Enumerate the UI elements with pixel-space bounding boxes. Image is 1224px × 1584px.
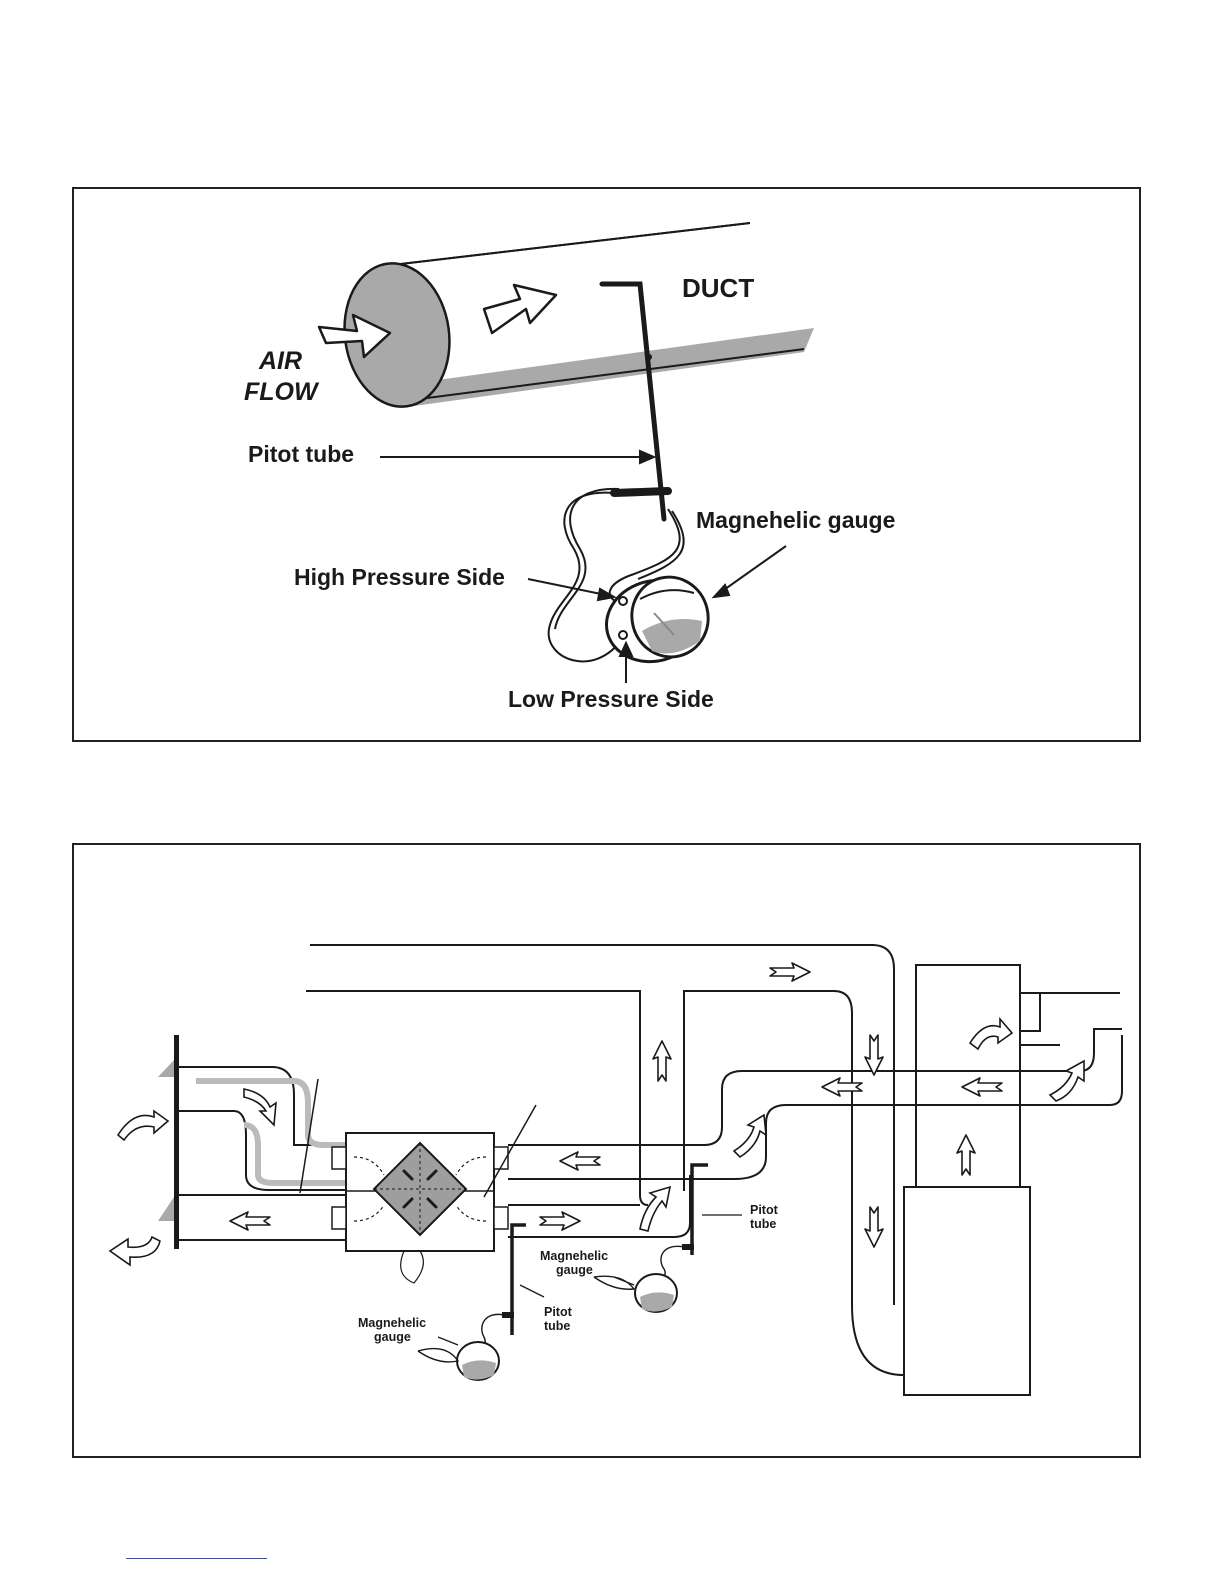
duct	[335, 223, 814, 414]
gauge-right-label-2: gauge	[556, 1263, 593, 1277]
pitot-tube-right-label: Pitot	[750, 1203, 779, 1217]
pitot-tube-right-label-2: tube	[750, 1217, 776, 1231]
supply-right-arrow-icon-2	[540, 1212, 580, 1230]
magnehelic-gauge-label: Magnehelic gauge	[696, 507, 895, 533]
exhaust-left-arrow-icon-3	[560, 1152, 600, 1170]
pitot-tube-right	[648, 1165, 742, 1289]
low-pressure-label: Low Pressure Side	[508, 686, 714, 712]
duct-label: DUCT	[682, 273, 754, 303]
outdoor-ducts	[179, 1067, 346, 1240]
exhaust-arrow-icon	[230, 1212, 270, 1230]
exterior-wall	[158, 1035, 179, 1249]
supply-down-arrow-icon	[865, 1035, 883, 1075]
footer-link-underline	[126, 1558, 267, 1559]
gauge-right-label: Magnehelic	[540, 1249, 608, 1263]
outdoor-exhaust-arrow-icon	[110, 1237, 160, 1265]
air-handler-up-arrow-icon	[957, 1135, 975, 1175]
fresh-air-arrow-icon	[244, 1089, 276, 1125]
pitot-tube-label: Pitot tube	[248, 441, 354, 467]
exhaust-left-arrow-icon-2	[962, 1078, 1002, 1096]
airflow-label: AIR	[258, 347, 302, 375]
supply-up-arrow-icon	[653, 1041, 671, 1081]
pitot-duct-diagram: DUCT AIR FLOW Pitot tube Magnehelic gaug…	[74, 189, 1139, 740]
high-pressure-label: High Pressure Side	[294, 564, 505, 590]
return-down-arrow-icon	[865, 1207, 883, 1247]
gauge-left-label-2: gauge	[374, 1330, 411, 1344]
magnehelic-gauge-right-icon	[594, 1274, 677, 1312]
supply-curve-arrow-icon	[640, 1187, 670, 1231]
pitot-tube-left-label: Pitot	[544, 1305, 573, 1319]
gauge-left-label: Magnehelic	[358, 1316, 426, 1330]
supply-right-arrow-icon	[770, 963, 810, 981]
air-handler	[904, 965, 1120, 1395]
pitot-tube	[602, 284, 668, 519]
system-layout-diagram: Pitot tube Magnehelic gauge Pitot tube M…	[74, 845, 1139, 1456]
magnehelic-gauge-left-icon	[418, 1337, 499, 1380]
exhaust-curve-arrow-icon	[1050, 1061, 1084, 1101]
duct-flow-arrow-icon	[484, 285, 556, 333]
outdoor-intake-arrow-icon	[118, 1111, 168, 1140]
air-handler-curve-arrow-icon	[970, 1019, 1012, 1049]
figure-pitot-duct: DUCT AIR FLOW Pitot tube Magnehelic gaug…	[72, 187, 1141, 742]
exhaust-left-arrow-icon-1	[822, 1078, 862, 1096]
figure-system-layout: Pitot tube Magnehelic gauge Pitot tube M…	[72, 843, 1141, 1458]
pitot-tube-left-label-2: tube	[544, 1319, 570, 1333]
duct-curve-arrow-icon	[734, 1115, 766, 1157]
airflow-label-2: FLOW	[244, 378, 320, 406]
hrv-unit	[332, 1133, 508, 1283]
